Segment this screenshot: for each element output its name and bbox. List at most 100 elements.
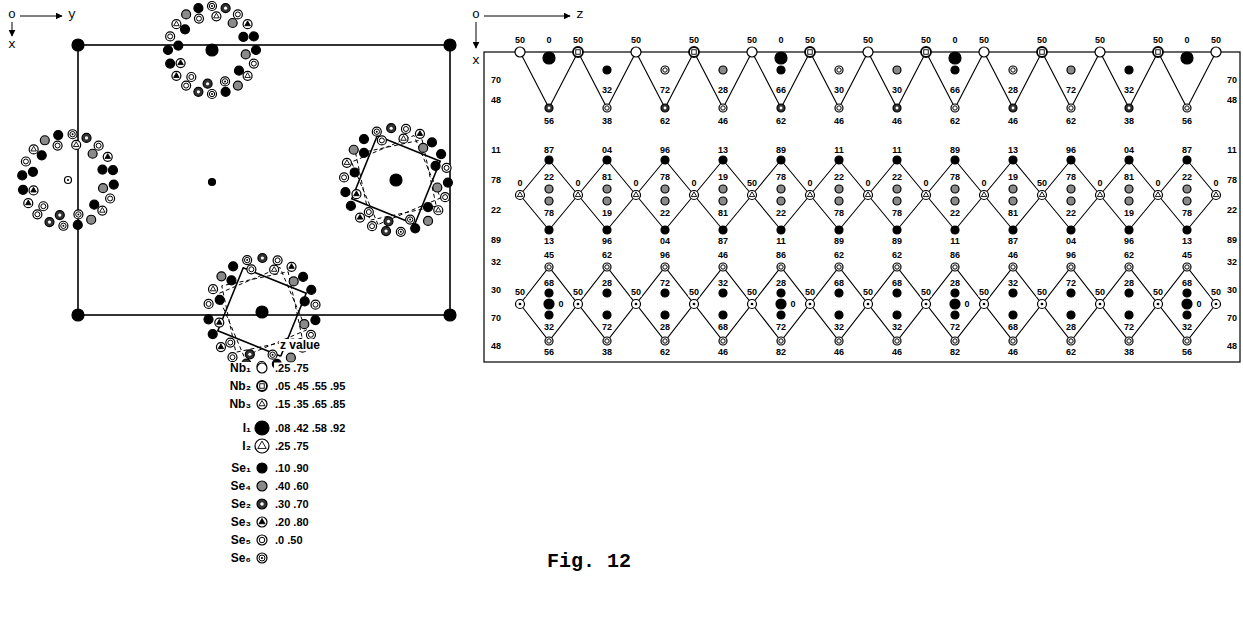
atom-outline [1153,47,1163,57]
atom-outline [424,216,433,225]
atom-symbol [1009,156,1017,164]
atom-outline [184,83,189,88]
atom-symbol [775,52,787,64]
z-coordinate: 13 [717,146,729,155]
z-coordinate: 0 [951,36,958,45]
atom-outline [893,104,901,112]
z-coordinate: 86 [775,251,787,260]
atom-symbol [342,158,351,167]
atom-symbol [951,263,959,271]
atom-outline [1009,226,1017,234]
atom-outline [382,227,391,236]
legend-entry: Se₆ [230,552,252,564]
z-coordinate: 50 [688,36,700,45]
atom-outline [543,52,555,64]
atom-symbol [384,217,393,226]
axis-label: x [7,38,17,51]
z-coordinate: 68 [1007,323,1019,332]
atom-symbol [1037,47,1047,57]
atom-outline [1127,265,1131,269]
atom-mark [923,192,928,197]
atom-outline [1037,47,1047,57]
atom-symbol [40,136,49,145]
atom-outline [603,337,611,345]
atom-symbol [806,191,815,200]
z-coordinate: 30 [833,86,845,95]
atom-mark [635,303,638,306]
atom-symbol [690,300,699,309]
atom-mark [1156,50,1161,55]
atom-outline [257,499,267,509]
z-coordinate: 86 [949,251,961,260]
atom-symbol [776,299,786,309]
atom-symbol [603,104,611,112]
atom-mark [1215,303,1218,306]
z-coordinate: 0 [1195,300,1202,309]
z-coordinate: 96 [1123,237,1135,246]
atom-symbol [516,300,525,309]
atom-symbol [719,185,727,193]
atom-outline [53,141,62,150]
z-value: .40 .60 [274,481,310,492]
z-coordinate: 50 [862,288,874,297]
atom-outline [441,193,450,202]
z-coordinate: 87 [1181,146,1193,155]
atom-symbol [1009,311,1017,319]
atom-symbol [59,221,68,230]
atom-outline [777,104,785,112]
atom-symbol [1125,185,1133,193]
atom-symbol [1125,226,1133,234]
z-coordinate: 70 [1226,76,1238,85]
atom-symbol [359,135,368,144]
atom-symbol [979,47,989,57]
atom-mark [390,127,393,130]
atom-outline [776,299,786,309]
atom-symbol [29,145,38,154]
atom-outline [215,318,224,327]
atom-symbol [1067,185,1075,193]
atom-outline [719,156,727,164]
atom-outline [835,226,843,234]
z-coordinate: 0 [1183,36,1190,45]
atom-mark [344,160,349,165]
z-coordinate: 50 [746,288,758,297]
atom-symbol [1125,66,1133,74]
atom-outline [1181,52,1193,64]
atom-mark [983,303,986,306]
atom-symbol [1009,289,1017,297]
atom-symbol [221,77,230,86]
z-coordinate: 89 [490,236,502,245]
atom-outline [208,90,217,99]
z-coordinate: 68 [1181,279,1193,288]
atom-symbol [980,191,989,200]
atom-symbol [603,226,611,234]
atom-symbol [690,191,699,200]
atom-outline [951,197,959,205]
atom-symbol [1212,300,1221,309]
atom-outline [255,421,269,435]
atom-outline [174,41,183,50]
atom-outline [74,210,83,219]
atom-outline [72,140,81,149]
atom-symbol [545,104,553,112]
atom-outline [40,136,49,145]
atom-outline [306,330,315,339]
atom-symbol [204,315,213,324]
z-coordinate: 82 [775,348,787,357]
atom-mark [100,207,105,212]
atom-mark [376,131,378,133]
z-coordinate: 28 [1065,323,1077,332]
atom-outline [1067,185,1075,193]
atom-symbol [805,47,815,57]
atom-outline [368,222,377,231]
atom-mark [691,192,696,197]
z-coordinate: 89 [833,237,845,246]
atom-mark [1099,303,1102,306]
z-coordinate: 32 [717,279,729,288]
atom-symbol [1067,263,1075,271]
atom-mark [1040,50,1045,55]
atom-outline [209,179,216,186]
z-coordinate: 46 [1007,348,1019,357]
atom-outline [257,517,267,527]
atom-symbol [545,197,553,205]
